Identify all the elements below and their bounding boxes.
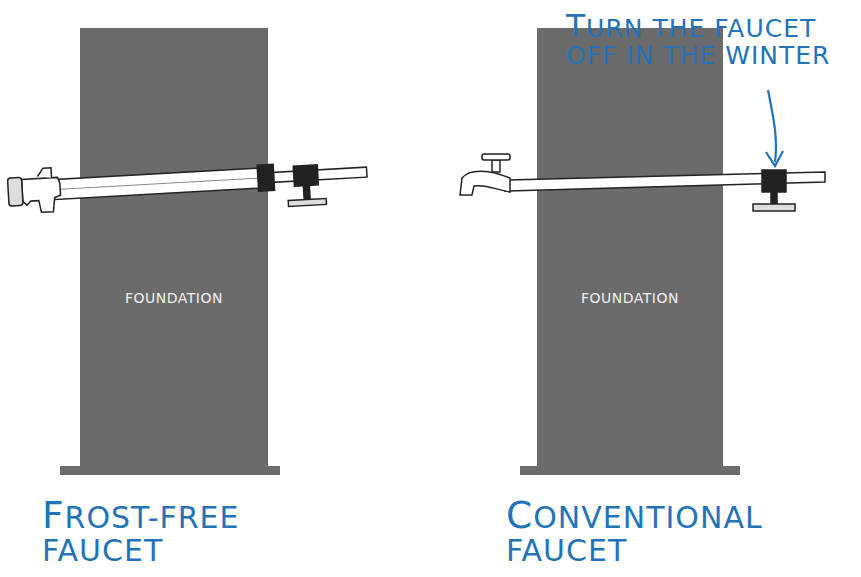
leader-arrow <box>768 90 776 162</box>
caption: CONVENTIONAL FAUCET <box>506 496 806 567</box>
foundation-wall: FOUNDATION <box>537 28 723 468</box>
wall-label: FOUNDATION <box>537 290 723 306</box>
wall-label: FOUNDATION <box>80 290 268 306</box>
caption: FROST-FREE FAUCET <box>42 496 292 567</box>
callout-note: TURN THE FAUCET OFF IN THE WINTER <box>566 10 856 69</box>
arrow-head <box>766 151 783 166</box>
foundation-wall: FOUNDATION <box>80 28 268 468</box>
